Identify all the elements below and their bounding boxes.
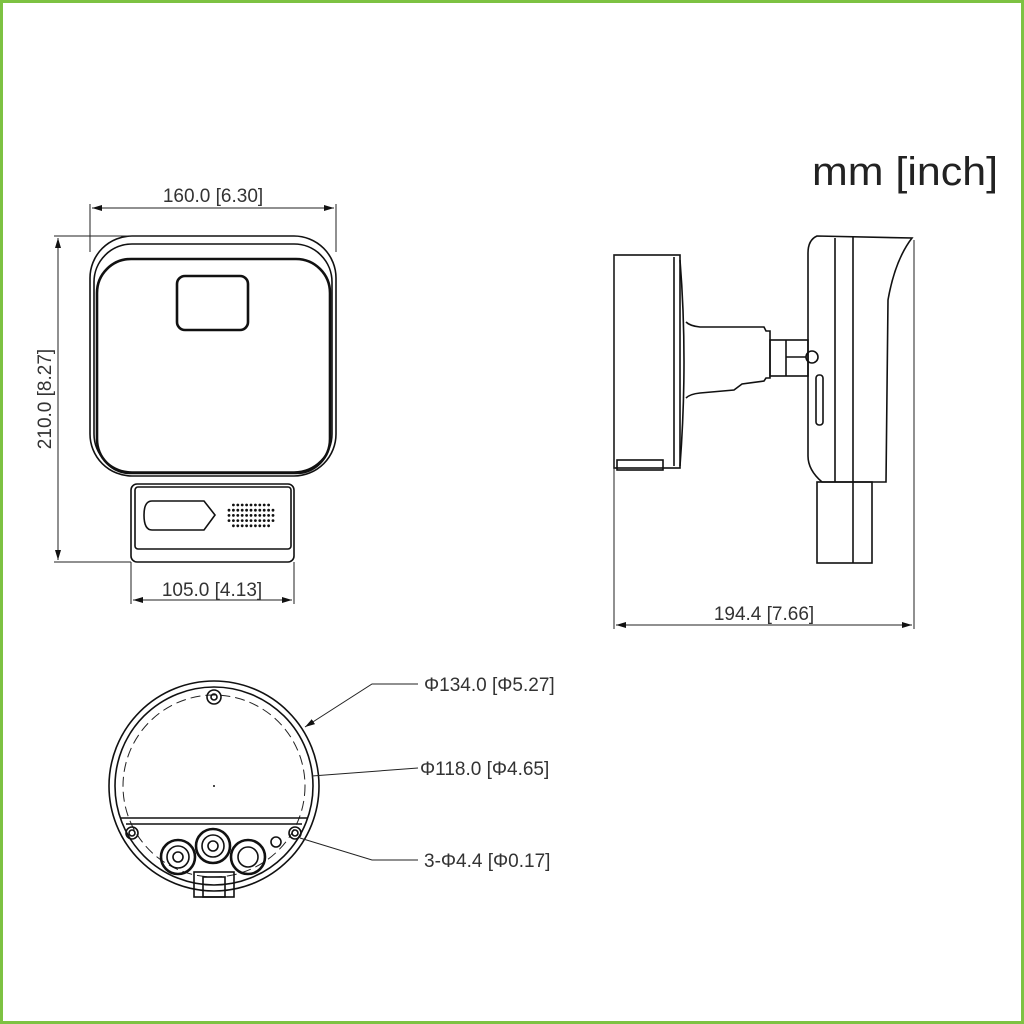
grille-dot (245, 514, 249, 517)
grille-dot (245, 524, 249, 528)
grille-dot (236, 514, 240, 517)
grille-dot (249, 519, 253, 522)
grille-dot (258, 514, 262, 517)
grille-dot (267, 519, 270, 522)
grille-dot (232, 503, 235, 507)
grille-dot (262, 514, 266, 517)
grille-dot (227, 508, 231, 512)
grille-dot (240, 514, 244, 517)
grille-dot (240, 508, 244, 512)
grille-dot (262, 508, 266, 512)
grille-dot (254, 508, 257, 512)
grille-dot (262, 524, 266, 528)
grille-dot (240, 503, 244, 507)
grille-dot (254, 514, 257, 517)
grille-dot (271, 519, 275, 522)
grille-dot (267, 524, 270, 528)
bottom-view: Φ134.0 [Φ5.27] Φ118.0 [Φ4.65] 3-Φ4.4 [Φ0… (108, 675, 555, 898)
grille-dot (245, 519, 249, 522)
grille-dot (232, 514, 235, 517)
grille-dot (232, 524, 235, 528)
side-view: 194.4 [7.66] (613, 235, 915, 629)
grille-dot (258, 508, 262, 512)
units-label: mm [inch] (812, 150, 998, 194)
grille-dot (249, 503, 253, 507)
lens-window (175, 274, 250, 332)
grille-dot (267, 514, 270, 517)
grille-dot (236, 508, 240, 512)
grille-dot (271, 514, 275, 517)
grille-dot (245, 508, 249, 512)
grille-dot (267, 503, 270, 507)
inner-diameter-label: Φ118.0 [Φ4.65] (420, 759, 549, 780)
grille-dot (232, 508, 235, 512)
connector-ports (159, 827, 267, 876)
grille-dot (245, 503, 249, 507)
height-dimension: 210.0 [8.27] (35, 349, 56, 449)
grille-dot (249, 524, 253, 528)
base-width-dimension: 105.0 [4.13] (162, 580, 262, 601)
front-view: 160.0 [6.30] 210.0 [8.27] 105.0 [4.13] (35, 186, 337, 604)
grille-dot (249, 508, 253, 512)
grille-dot (258, 503, 262, 507)
grille-dot (267, 508, 270, 512)
grille-dot (258, 519, 262, 522)
grille-dot (258, 524, 262, 528)
grille-dot (254, 503, 257, 507)
grille-dot (249, 514, 253, 517)
grille-dot (271, 508, 275, 512)
mounting-holes-label: 3-Φ4.4 [Φ0.17] (424, 851, 550, 872)
width-dimension: 160.0 [6.30] (163, 186, 263, 207)
grille-dot (262, 519, 266, 522)
sensor-oval (143, 500, 217, 531)
grille-dot (236, 503, 240, 507)
speaker-grille (227, 503, 275, 528)
grille-dot (254, 524, 257, 528)
grille-dot (227, 514, 231, 517)
outer-diameter-label: Φ134.0 [Φ5.27] (424, 675, 555, 696)
grille-dot (240, 519, 244, 522)
grille-dot (254, 519, 257, 522)
grille-dot (236, 524, 240, 528)
grille-dot (262, 503, 266, 507)
grille-dot (240, 524, 244, 528)
grille-dot (232, 519, 235, 522)
grille-dot (236, 519, 240, 522)
depth-dimension: 194.4 [7.66] (714, 604, 814, 625)
grille-dot (227, 519, 231, 522)
